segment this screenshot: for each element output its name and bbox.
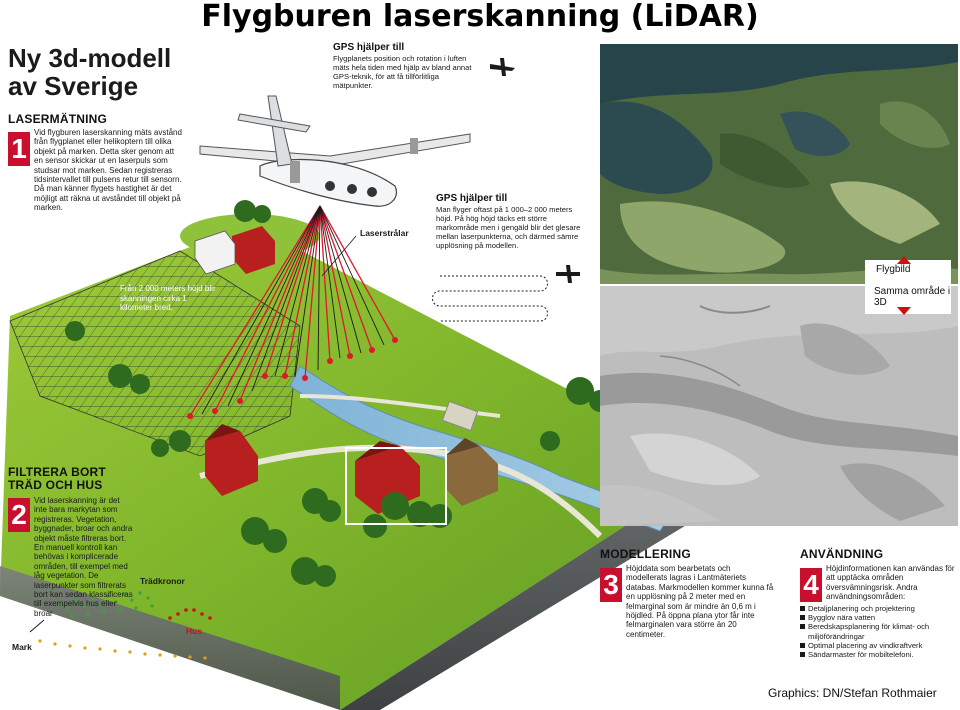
- label-mark: Mark: [12, 642, 32, 652]
- usage-item: Beredskapsplanering för klimat- och milj…: [800, 622, 956, 641]
- altitude-note: Från 2 000 meters höjd blir skanningen c…: [120, 284, 216, 313]
- arrow-down-icon: [897, 307, 911, 315]
- airplane: [199, 95, 471, 207]
- relief-label: Samma område i 3D: [874, 286, 951, 308]
- model-heading: MODELLERING: [600, 547, 691, 561]
- relief-model: [600, 286, 958, 526]
- use-number: 4: [800, 568, 822, 602]
- house-white-far: [194, 230, 236, 275]
- usage-list: Detaljplanering och projektering Bygglov…: [800, 604, 956, 659]
- label-hus: Hus: [186, 626, 203, 636]
- use-intro: Höjdinformationen kan användas för att u…: [826, 564, 955, 602]
- laser-heading: LASERMÄTNING: [8, 112, 108, 126]
- laser-beams: [187, 205, 398, 419]
- usage-item: Sändarmaster för mobiltelefoni.: [800, 650, 956, 659]
- house-brown: [445, 438, 498, 506]
- filter-text: Vid laserskanning är det inte bara marky…: [34, 496, 133, 618]
- label-box: [865, 260, 951, 314]
- filter-number: 2: [8, 498, 30, 532]
- model-text: Höjddata som bearbetats och modellerats …: [626, 564, 774, 639]
- flight-pattern: [432, 275, 548, 322]
- laser-number: 1: [8, 132, 30, 166]
- house-red-far: [232, 226, 275, 274]
- gps2-text: Man flyger oftast på 1 000–2 000 meters …: [436, 205, 581, 250]
- filter-heading: FILTRERA BORT TRÄD OCH HUS: [8, 465, 106, 492]
- small-airplane-top: [490, 58, 515, 76]
- usage-item: Bygglov nära vatten: [800, 613, 956, 622]
- photo-label: Flygbild: [876, 264, 911, 275]
- usage-item: Detaljplanering och projektering: [800, 604, 956, 613]
- graphics-credit: Graphics: DN/Stefan Rothmaier: [768, 686, 937, 700]
- detail-frame: [345, 447, 447, 525]
- aerial-photo: [600, 44, 958, 284]
- gps1-text: Flygplanets position och rotation i luft…: [333, 54, 472, 90]
- classification-dots: [29, 591, 212, 660]
- label-tradkronor: Trädkronor: [140, 576, 185, 586]
- model-number: 3: [600, 568, 622, 602]
- usage-item: Optimal placering av vindkraftverk: [800, 641, 956, 650]
- laser-beams-label: Laserstrålar: [360, 228, 409, 238]
- small-airplane-right: [556, 265, 580, 283]
- page-title: Flygburen laserskanning (LiDAR): [201, 0, 759, 34]
- terrain-illustration: [0, 58, 718, 710]
- gps1-heading: GPS hjälper till: [333, 42, 405, 53]
- use-heading: ANVÄNDNING: [800, 547, 884, 561]
- laser-text: Vid flygburen laserskanning mäts avstånd…: [34, 128, 182, 213]
- houses: [194, 226, 498, 514]
- gps2-heading: GPS hjälper till: [436, 193, 508, 204]
- house-red-1: [205, 424, 258, 496]
- infographic-headline: Ny 3d-modell av Sverige: [8, 43, 172, 101]
- arrow-up-icon: [897, 256, 911, 264]
